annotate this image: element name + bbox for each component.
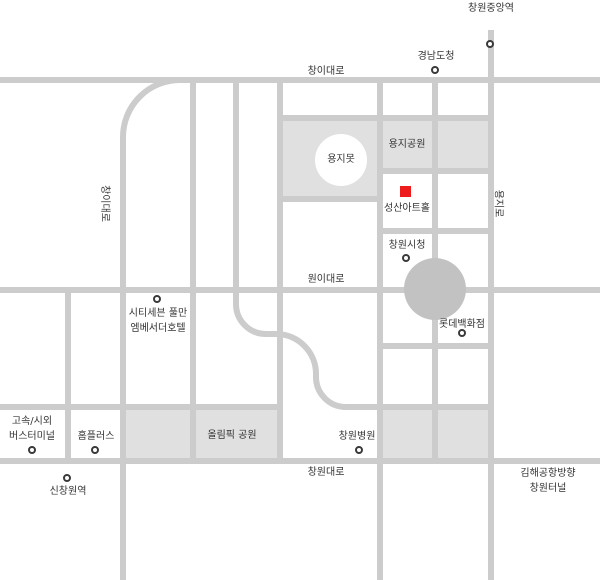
station-circle-icon <box>28 446 36 454</box>
park-block-south-2 <box>438 410 488 458</box>
label-city-seven: 시티세븐 풀만 엠베서더호텔 <box>128 308 188 334</box>
road-label-changi-daero: 창이대로 <box>307 66 345 77</box>
station-circle-icon <box>431 66 439 74</box>
label-target: 성산아트홀 <box>384 203 430 214</box>
park-block-olympic <box>196 410 280 458</box>
road-label-yongjiro: 용지로 <box>492 189 504 218</box>
road-label-changwon-daero: 창원대로 <box>307 467 345 478</box>
station-circle-icon <box>355 446 363 454</box>
station-circle-icon <box>458 329 466 337</box>
label-gimhae: 김해공항방향 창원터널 <box>520 468 576 494</box>
label-homeplus: 홈플러스 <box>77 431 115 442</box>
rotary <box>404 258 466 320</box>
park-block-yongji-park <box>383 121 433 169</box>
yongji-pond <box>315 134 367 186</box>
label-lotte: 롯데백화점 <box>439 319 485 330</box>
station-circle-icon <box>63 474 71 482</box>
label-city-hall: 창원시청 <box>388 240 426 251</box>
road-label-changi-daero-vertical: 창이대로 <box>98 185 110 222</box>
label-hospital: 창원병원 <box>338 431 376 442</box>
red-square-icon <box>400 186 411 197</box>
road-curved-middle <box>233 80 347 410</box>
station-circle-icon <box>486 40 494 48</box>
label-gyeongnam-office: 경남도청 <box>417 51 455 62</box>
road-changi-daero-curve <box>120 77 181 461</box>
station-circle-icon <box>91 446 99 454</box>
park-block-south-1 <box>383 410 433 458</box>
road-label-wonyi-daero: 원이대로 <box>307 274 345 285</box>
label-sinchangwon: 신창원역 <box>49 486 87 497</box>
label-yongji-pond: 용지못 <box>327 154 355 165</box>
park-block-east <box>438 121 488 169</box>
label-yongji-park: 용지공원 <box>388 139 426 150</box>
label-bus-terminal: 고속/시외 버스터미널 <box>9 416 55 442</box>
label-olympic-park: 올림픽 공원 <box>207 430 257 441</box>
park-block-olympic-west <box>126 410 191 458</box>
station-circle-icon <box>402 254 410 262</box>
label-changwon-jungang: 창원중앙역 <box>468 3 514 14</box>
station-circle-icon <box>153 295 161 303</box>
